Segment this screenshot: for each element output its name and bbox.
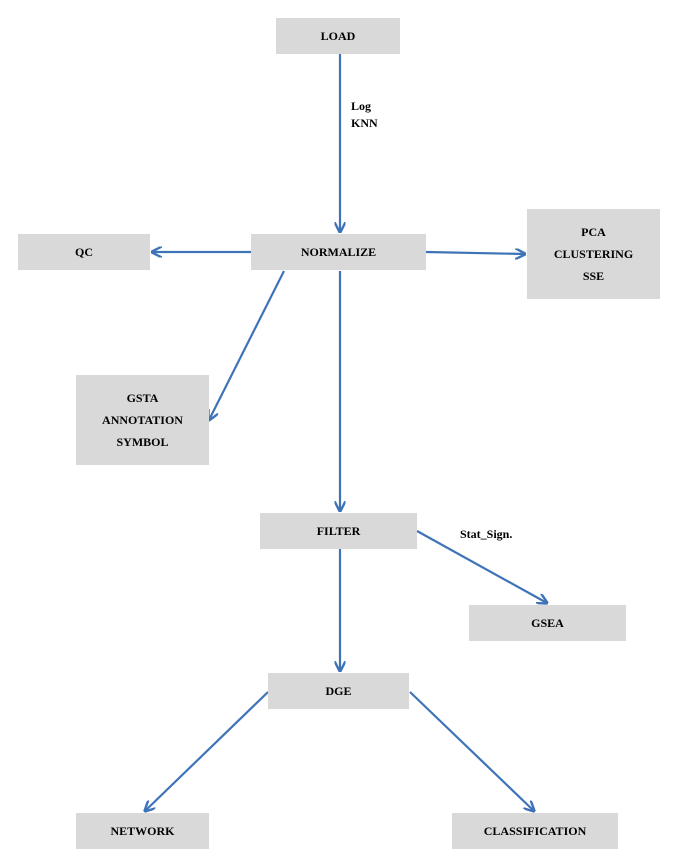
node-filter-label: FILTER (316, 524, 361, 538)
node-pca-clustering-sse: PCA CLUSTERING SSE (527, 209, 660, 299)
arrow-dge-to-network (145, 691, 269, 811)
node-load: LOAD (276, 18, 400, 54)
node-classification: CLASSIFICATION (452, 813, 618, 849)
arrow-dge-to-classification (409, 691, 534, 811)
node-filter: FILTER (260, 513, 417, 549)
arrow-normalize-to-pca (425, 252, 525, 254)
node-gsta-line-3: SYMBOL (116, 435, 169, 449)
node-load-label: LOAD (320, 29, 356, 43)
node-qc: QC (18, 234, 150, 270)
node-gsta-annotation-symbol: GSTA ANNOTATION SYMBOL (76, 375, 209, 465)
node-gsta-line-2: ANNOTATION (102, 413, 183, 427)
node-normalize-label: NORMALIZE (300, 245, 377, 259)
node-pca-line-2: CLUSTERING (553, 247, 634, 261)
edge-label-log: Log (351, 99, 372, 113)
node-classification-label: CLASSIFICATION (483, 824, 587, 838)
node-network-label: NETWORK (110, 824, 175, 838)
node-gsta-line-1: GSTA (126, 391, 159, 405)
node-qc-label: QC (75, 245, 93, 259)
node-normalize: NORMALIZE (251, 234, 426, 270)
node-dge: DGE (268, 673, 409, 709)
edge-label-log-knn: Log KNN (351, 98, 378, 132)
arrow-filter-to-gsea (416, 530, 547, 603)
node-network: NETWORK (76, 813, 209, 849)
node-pca-line-1: PCA (581, 225, 606, 239)
node-pca-line-3: SSE (582, 269, 605, 283)
node-gsea-label: GSEA (531, 616, 564, 630)
edge-label-knn: KNN (351, 116, 378, 130)
edge-label-stat-sign-text: Stat_Sign. (460, 527, 513, 541)
arrow-normalize-to-gsta (209, 270, 285, 420)
edge-label-stat-sign: Stat_Sign. (460, 526, 512, 543)
node-gsea: GSEA (469, 605, 626, 641)
node-dge-label: DGE (325, 684, 352, 698)
